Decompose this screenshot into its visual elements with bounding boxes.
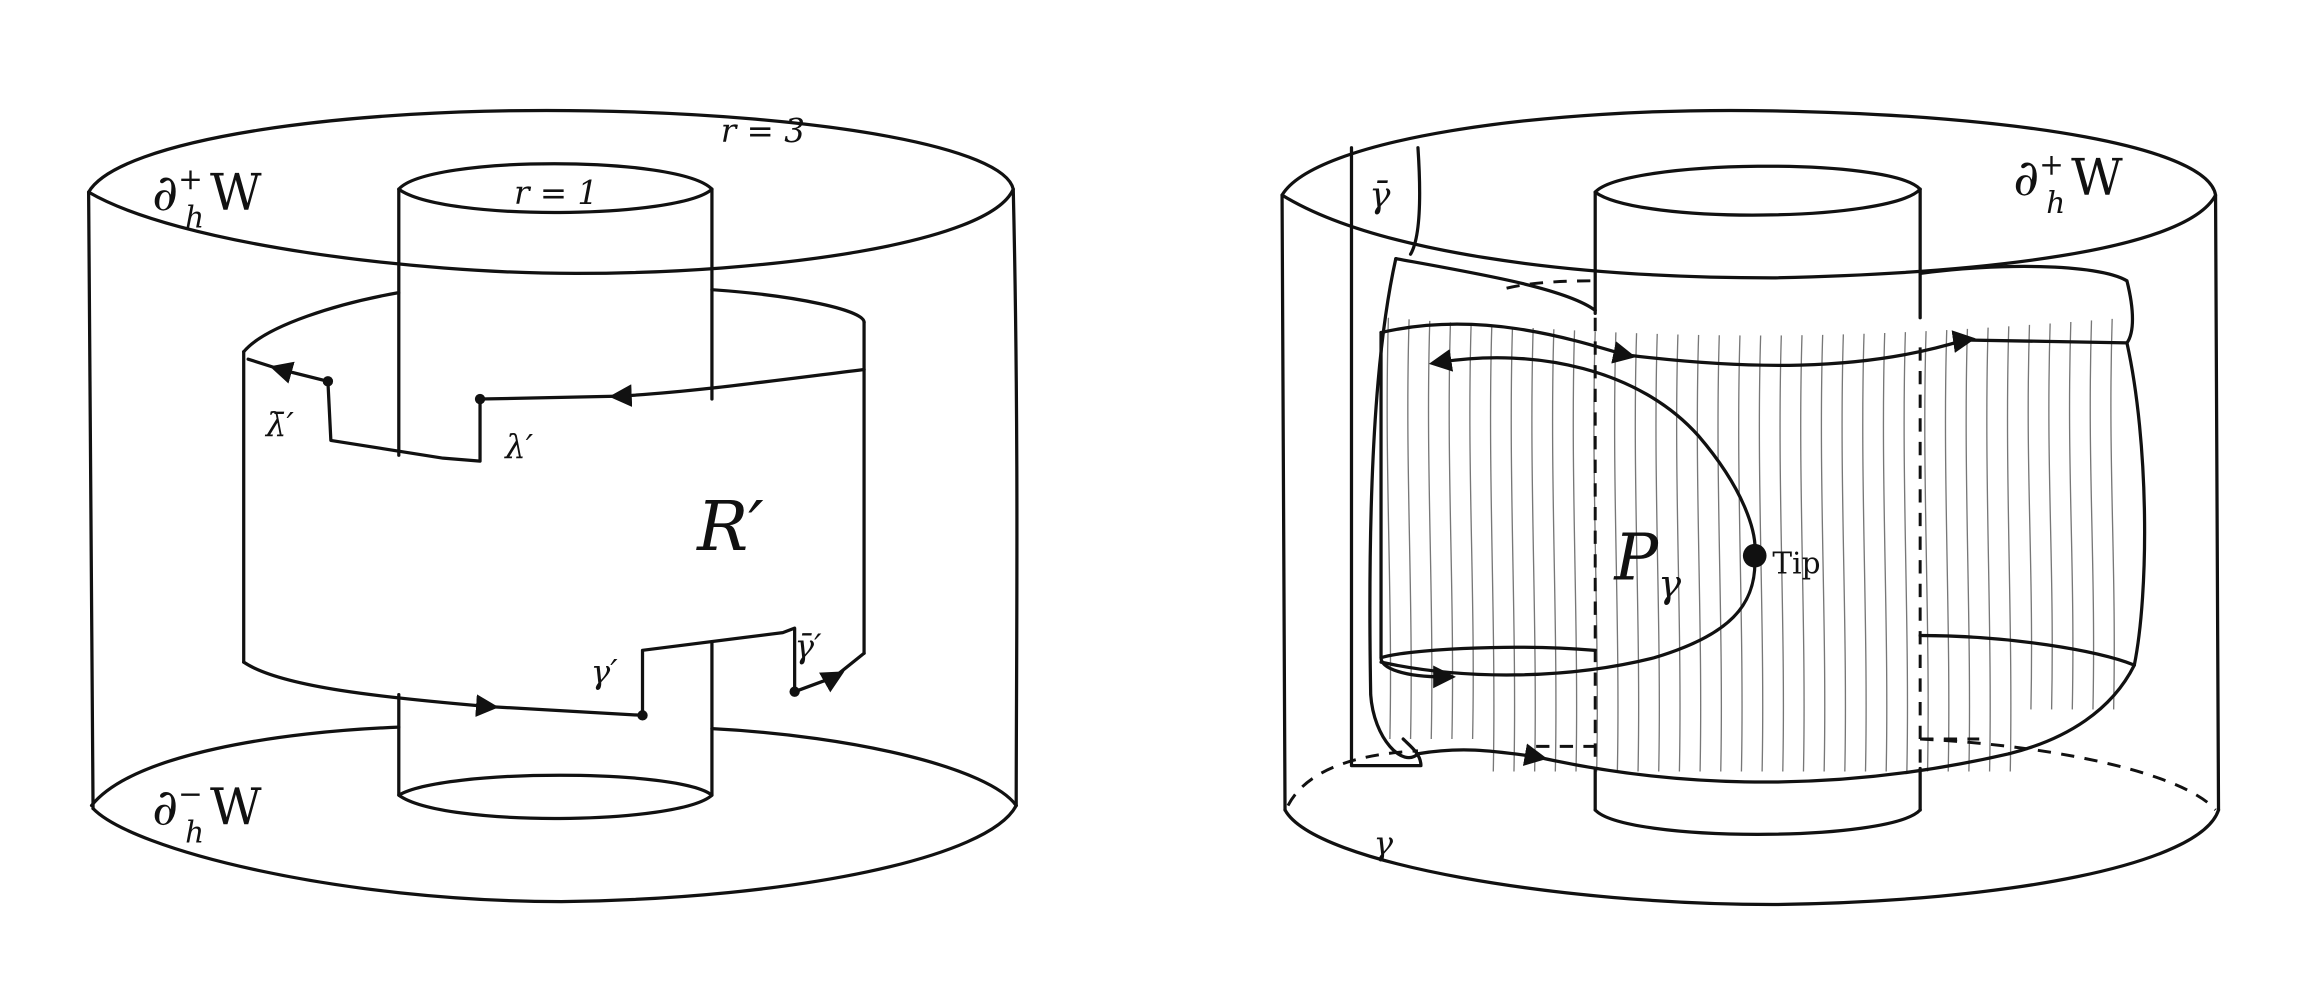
surface-bottom-front	[1416, 743, 2011, 784]
endpoint-dot	[637, 710, 648, 721]
hatch-line	[1510, 326, 1516, 772]
tip-label: Tip	[1772, 546, 1820, 580]
lambda-bar-arc	[246, 357, 330, 384]
endpoint-dot	[322, 376, 334, 387]
gamma-label: γ	[1374, 824, 1394, 862]
hatch-line	[1675, 334, 1681, 772]
hatch-line	[1531, 327, 1536, 772]
hatch-line	[1903, 332, 1909, 772]
hatch-line	[1882, 332, 1888, 772]
surface-top-rim	[1394, 257, 2135, 345]
band-back-top-left	[242, 291, 401, 354]
inner-cylinder-bottom	[397, 641, 714, 821]
hatch-line	[1448, 322, 1454, 740]
hatch-line	[1717, 335, 1723, 772]
hatch-line	[1820, 334, 1826, 772]
outer-bottom-back-arc-left	[89, 725, 401, 808]
hatch-line	[1427, 320, 1433, 740]
tip-point	[1742, 543, 1767, 568]
surface-top-front-arc	[1379, 322, 2129, 367]
gamma-bar-label: γ̄	[1369, 175, 1391, 216]
hatch-line	[1613, 332, 1619, 772]
outer-wall-left	[86, 190, 95, 811]
hatch-line	[1407, 319, 1412, 740]
outer-bottom-back-arc	[1286, 737, 2217, 811]
region-label: R′	[695, 488, 764, 567]
hatch-line	[1986, 327, 1991, 772]
inner-cylinder-bottom-back	[397, 773, 714, 797]
p-gamma-label: Pγ	[1613, 520, 1681, 607]
hatch-line	[1551, 329, 1557, 772]
hatch-line	[1696, 334, 1702, 772]
outer-top-ellipse	[1280, 108, 2218, 280]
gamma-prime-label: γ′	[591, 653, 618, 691]
outer-wall-right	[1011, 187, 1019, 808]
p-gamma-lower-arc	[1379, 645, 1597, 689]
hatch-line	[1841, 334, 1847, 772]
surface-hatching	[1386, 317, 2115, 772]
endpoint-dot	[474, 393, 486, 405]
outer-radius-label: r = 3	[721, 112, 805, 150]
outer-bottom-back-arc-right	[710, 727, 1018, 808]
hatch-line	[1489, 325, 1495, 772]
hatch-line	[1655, 333, 1660, 772]
hatch-line	[2027, 324, 2033, 710]
outer-top-ellipse	[86, 108, 1015, 276]
lambda-arc	[478, 367, 866, 408]
hatch-line	[1924, 331, 1929, 772]
hatch-line	[1469, 323, 1474, 740]
hatch-line	[2068, 321, 2074, 710]
endpoint-dot	[789, 686, 800, 697]
outer-wall-left	[1280, 193, 1287, 812]
p-gamma-boundary	[1379, 349, 1757, 677]
gamma-bar-prime-label: γ̄′	[795, 628, 822, 666]
surface-top-back	[1506, 279, 1596, 290]
inner-cylinder-top	[1593, 164, 1922, 217]
hatch-line	[2006, 326, 2012, 772]
outer-bottom-front-arc	[91, 803, 1018, 904]
lambda-bar-label: λ̄′	[264, 406, 295, 444]
inner-cylinder-bottom	[1593, 808, 1922, 836]
hatch-line	[2048, 323, 2053, 710]
hatch-line	[1779, 335, 1785, 772]
hatch-line	[1800, 335, 1805, 772]
surface-left-bulge	[1368, 257, 1420, 760]
gamma-arc	[242, 660, 645, 718]
inner-radius-label: r = 1	[514, 174, 598, 212]
hatch-line	[1572, 330, 1578, 772]
hatch-line	[2110, 318, 2115, 710]
surface-right-side	[2007, 341, 2147, 756]
hatch-line	[1944, 330, 1950, 772]
lambda-label: λ′	[503, 428, 534, 466]
outer-wall-right	[2213, 193, 2221, 812]
hatch-line	[1386, 317, 1392, 740]
lambda-step	[326, 379, 482, 463]
surface-bottom-right-arc	[1918, 633, 2136, 667]
band-back-top-right	[710, 288, 866, 324]
surface-bottom-hidden	[1536, 737, 1980, 748]
outer-bottom-front-arc	[1283, 808, 2221, 907]
hatch-line	[1862, 333, 1867, 772]
hatch-line	[1738, 335, 1743, 772]
hatch-line	[1634, 333, 1640, 772]
hatch-line	[1965, 328, 1971, 772]
gamma-step	[640, 626, 797, 717]
gamma-bar-arc	[793, 651, 866, 694]
